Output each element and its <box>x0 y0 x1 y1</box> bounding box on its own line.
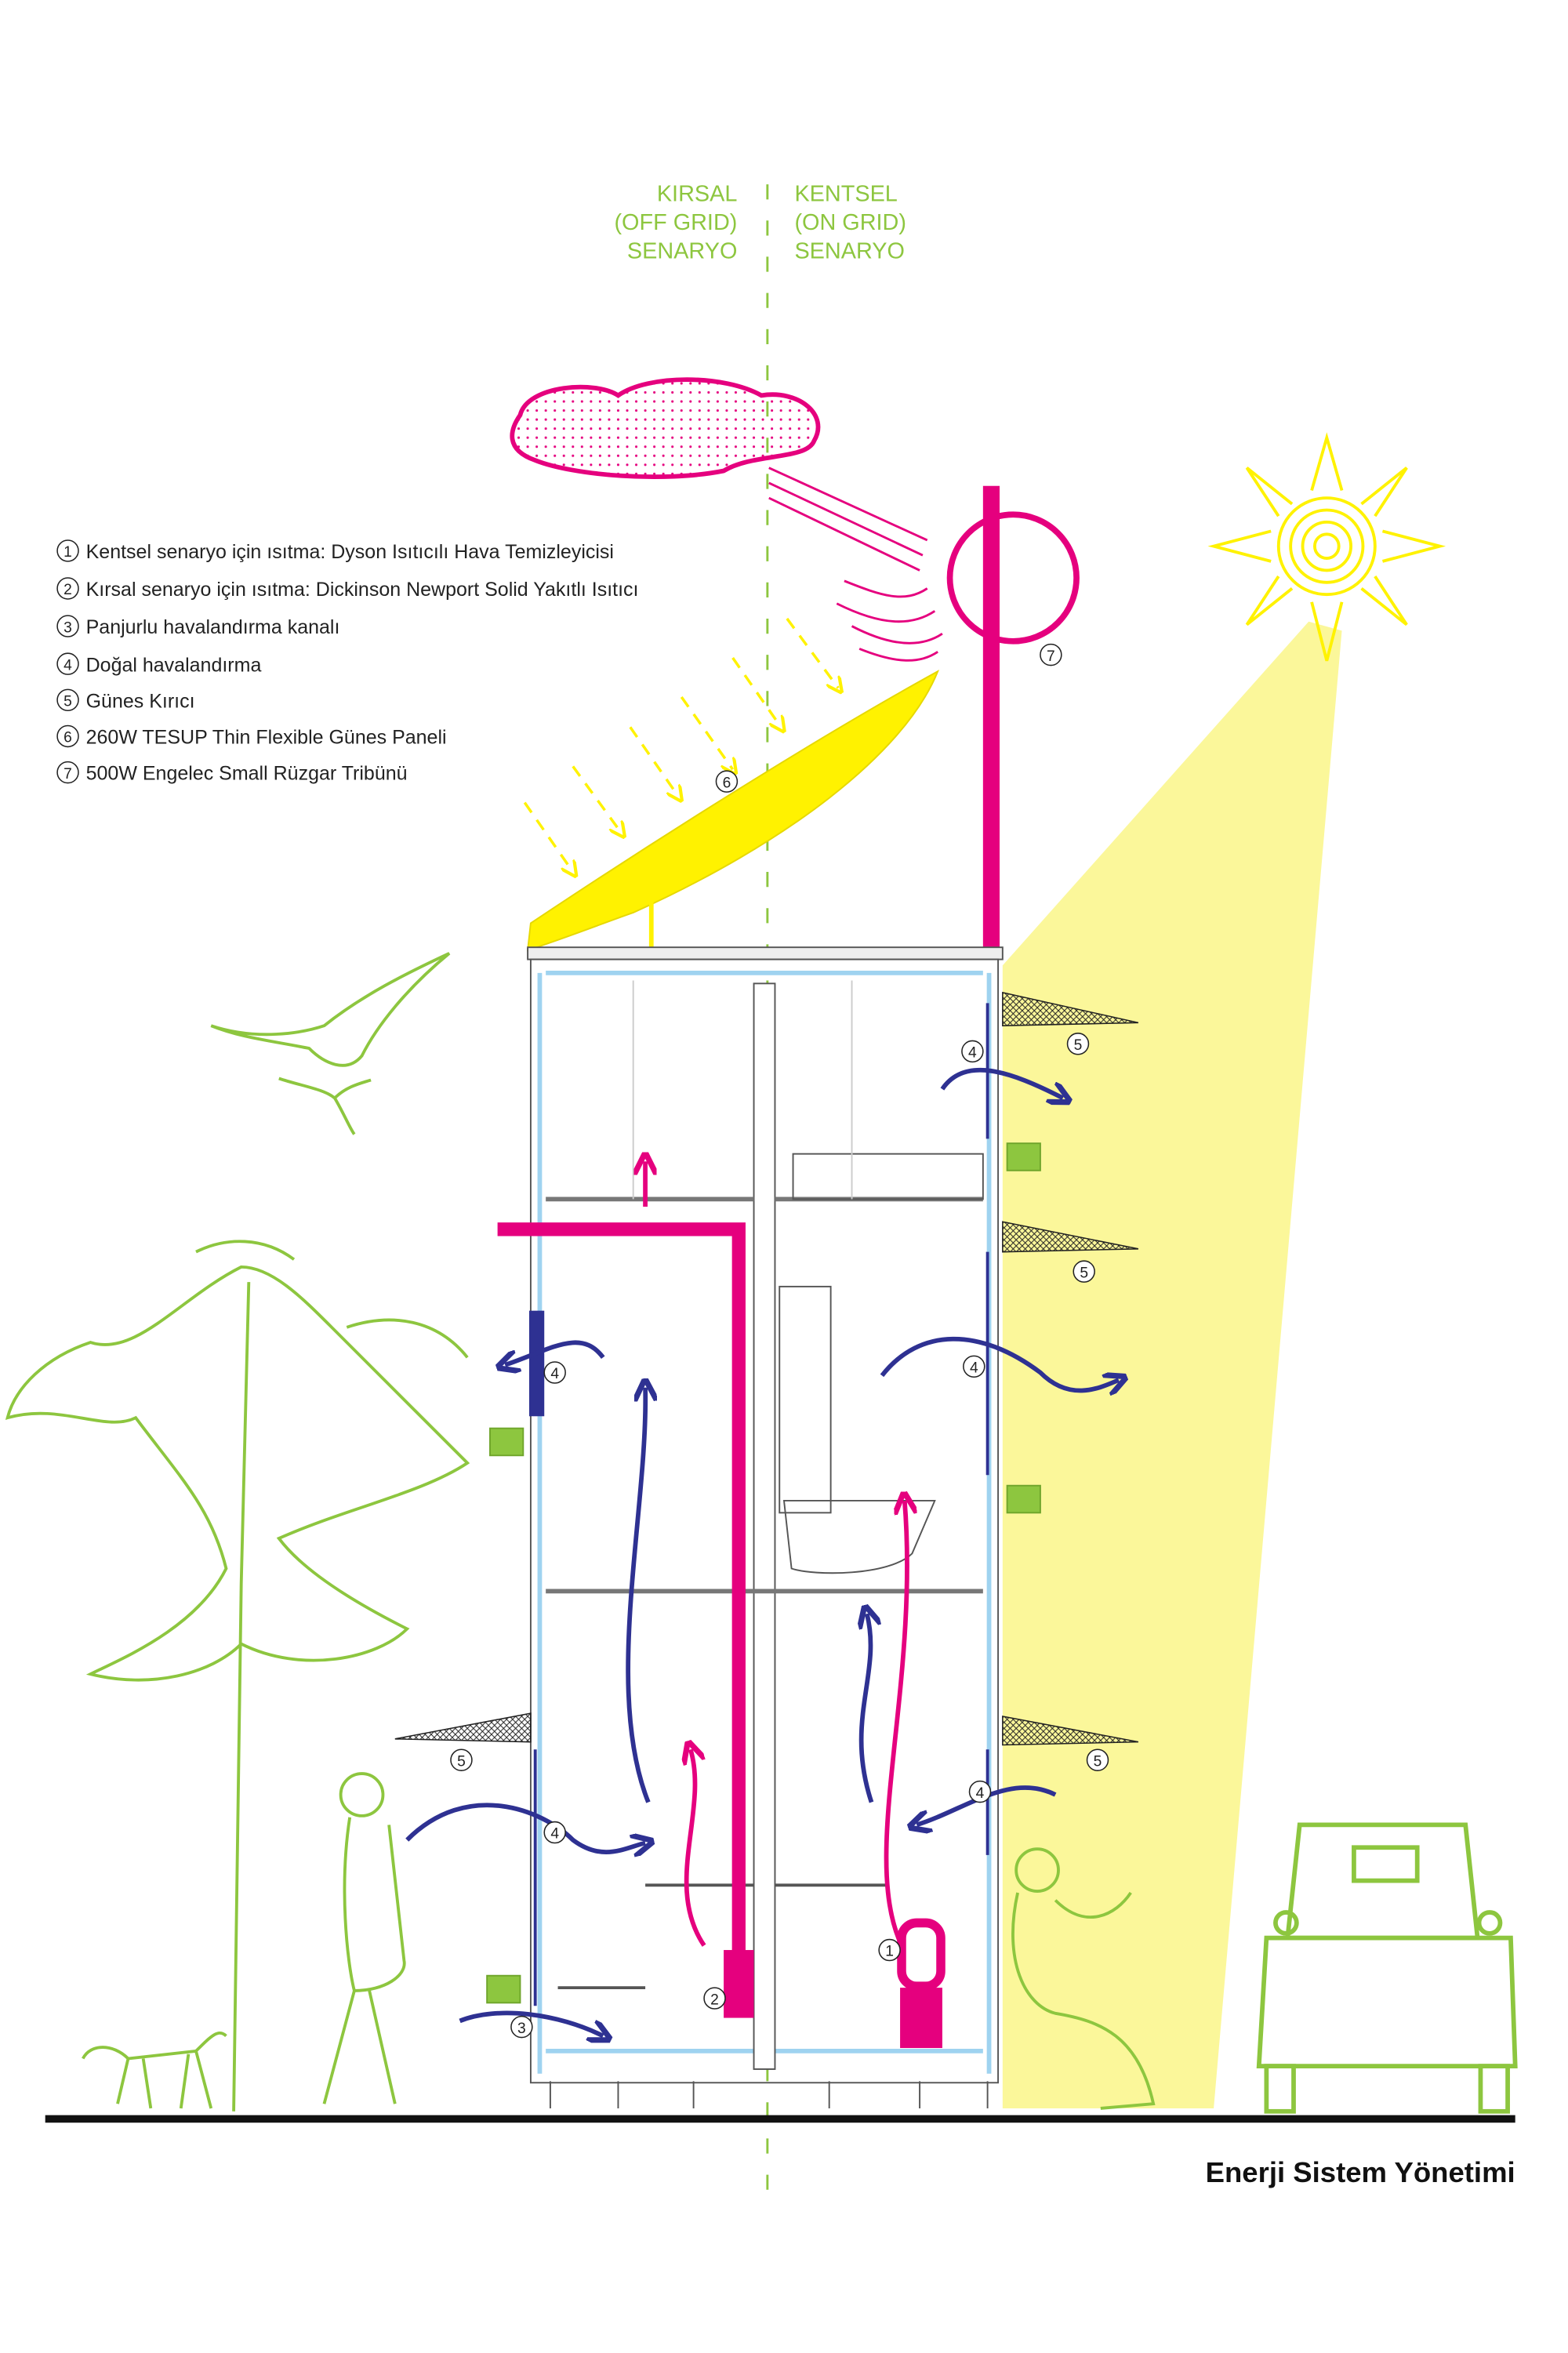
svg-text:4: 4 <box>970 1360 978 1377</box>
svg-text:Kırsal senaryo için ısıtma: Di: Kırsal senaryo için ısıtma: Dickinson Ne… <box>86 579 639 601</box>
legend: 1 Kentsel senaryo için ısıtma: Dyson Isıt… <box>56 539 639 785</box>
svg-text:4: 4 <box>968 1045 977 1062</box>
bird-icon <box>210 952 451 1067</box>
heating-duct <box>497 1222 746 1953</box>
svg-text:5: 5 <box>457 1753 466 1770</box>
svg-text:5: 5 <box>1074 1037 1083 1054</box>
scenario-urban-line2: (ON GRID) <box>794 210 906 235</box>
tree <box>5 1240 470 2112</box>
svg-text:4: 4 <box>976 1785 985 1802</box>
svg-text:4: 4 <box>550 1826 559 1843</box>
svg-text:3: 3 <box>64 619 72 636</box>
building-section <box>527 946 1004 2108</box>
sun-icon <box>1207 432 1446 662</box>
bird-icon <box>278 1077 372 1135</box>
svg-text:1: 1 <box>64 544 72 561</box>
svg-text:500W Engelec Small Rüzgar Trib: 500W Engelec Small Rüzgar Tribünü <box>86 763 408 785</box>
legend-item: 5 Günes Kırıcı <box>56 688 195 712</box>
cloud-icon <box>510 377 821 479</box>
svg-text:5: 5 <box>64 694 72 710</box>
svg-text:5: 5 <box>1094 1753 1102 1770</box>
heat-flow-arrows <box>645 1161 907 1947</box>
solid-fuel-heater <box>724 1950 754 2018</box>
wind-turbine <box>946 485 1080 957</box>
ventilation-arrows <box>405 1067 1119 2036</box>
svg-text:7: 7 <box>64 766 72 783</box>
svg-text:4: 4 <box>550 1366 559 1382</box>
marker-1: 1 <box>885 1944 894 1960</box>
svg-text:260W TESUP Thin Flexible Günes: 260W TESUP Thin Flexible Günes Paneli <box>86 727 447 749</box>
legend-item: 3 Panjurlu havalandırma kanalı <box>56 615 340 638</box>
legend-item: 2 Kırsal senaryo için ısıtma: Dickinson N… <box>56 577 639 601</box>
svg-text:2: 2 <box>64 582 72 598</box>
planters <box>486 1142 1041 2004</box>
sun-breakers <box>394 991 1139 1746</box>
legend-item: 1 Kentsel senaryo için ısıtma: Dyson Isıt… <box>56 539 614 563</box>
car <box>1256 1822 1518 2114</box>
scenario-rural-line2: (OFF GRID) <box>614 210 737 235</box>
legend-item: 6 260W TESUP Thin Flexible Günes Paneli <box>56 724 447 749</box>
solar-panel <box>526 670 940 952</box>
marker-4-labels: 4 4 4 4 4 <box>543 1040 992 1844</box>
marker-3: 3 <box>517 2021 526 2037</box>
svg-text:4: 4 <box>64 657 72 674</box>
scenario-urban-line1: KENTSEL <box>794 181 897 206</box>
person-woman-walking <box>322 1772 406 2104</box>
heater-markers: 3 2 1 <box>510 1938 901 2039</box>
marker-7: 7 <box>1047 648 1055 665</box>
wind-lines <box>768 467 943 662</box>
marker-6-circle <box>715 770 739 793</box>
scenario-rural-line3: SENARYO <box>627 238 737 263</box>
marker-5-labels: 5 5 5 5 <box>450 1033 1109 1771</box>
marker-6: 6 <box>723 775 731 791</box>
svg-text:5: 5 <box>1080 1265 1088 1281</box>
svg-text:6: 6 <box>64 730 72 746</box>
dyson-heater <box>897 1918 946 2049</box>
scenario-urban-line3: SENARYO <box>794 238 904 263</box>
person-seated <box>1011 1847 1156 2110</box>
legend-item: 4 Doğal havalandırma <box>56 652 262 676</box>
dog <box>82 2031 227 2109</box>
marker-7-circle <box>1040 643 1062 666</box>
scenario-label-rural: KIRSAL (OFF GRID) SENARYO <box>614 181 737 263</box>
legend-item: 7 500W Engelec Small Rüzgar Tribünü <box>56 761 408 785</box>
scenario-label-urban: KENTSEL (ON GRID) SENARYO <box>794 181 906 263</box>
svg-text:Doğal havalandırma: Doğal havalandırma <box>86 654 262 676</box>
diagram-title: Enerji Sistem Yönetimi <box>1206 2156 1515 2188</box>
scenario-rural-line1: KIRSAL <box>657 181 738 206</box>
svg-text:Kentsel senaryo için ısıtma: D: Kentsel senaryo için ısıtma: Dyson Isıtı… <box>86 541 614 563</box>
marker-2: 2 <box>710 1992 719 2008</box>
svg-text:Günes Kırıcı: Günes Kırıcı <box>86 690 195 712</box>
svg-text:Panjurlu havalandırma kanalı: Panjurlu havalandırma kanalı <box>86 616 340 638</box>
solar-rays <box>523 617 838 872</box>
